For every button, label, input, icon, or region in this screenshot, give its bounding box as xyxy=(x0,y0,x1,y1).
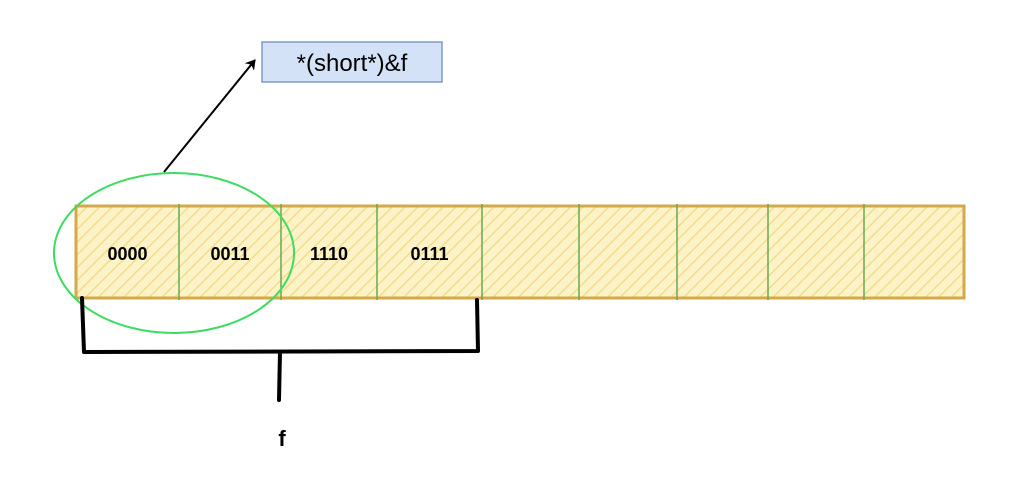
memory-cell-value: 0000 xyxy=(107,244,147,264)
memory-cell-value: 0011 xyxy=(210,244,249,264)
highlight-ellipse xyxy=(53,172,295,334)
pointer-arrow xyxy=(163,59,256,173)
memory-strip-background xyxy=(74,204,966,300)
memory-cells: 0000 0011 1110 0111 xyxy=(107,204,865,300)
memory-cell-value: 1110 xyxy=(310,244,348,264)
memory-cell-value: 0111 xyxy=(410,244,448,264)
pointer-label: *(short*)&f xyxy=(297,50,408,77)
memory-strip: 0000 0011 1110 0111 xyxy=(74,204,966,300)
pointer-label-box: *(short*)&f xyxy=(261,41,443,83)
variable-label: f xyxy=(278,426,286,451)
variable-bracket xyxy=(80,296,480,402)
